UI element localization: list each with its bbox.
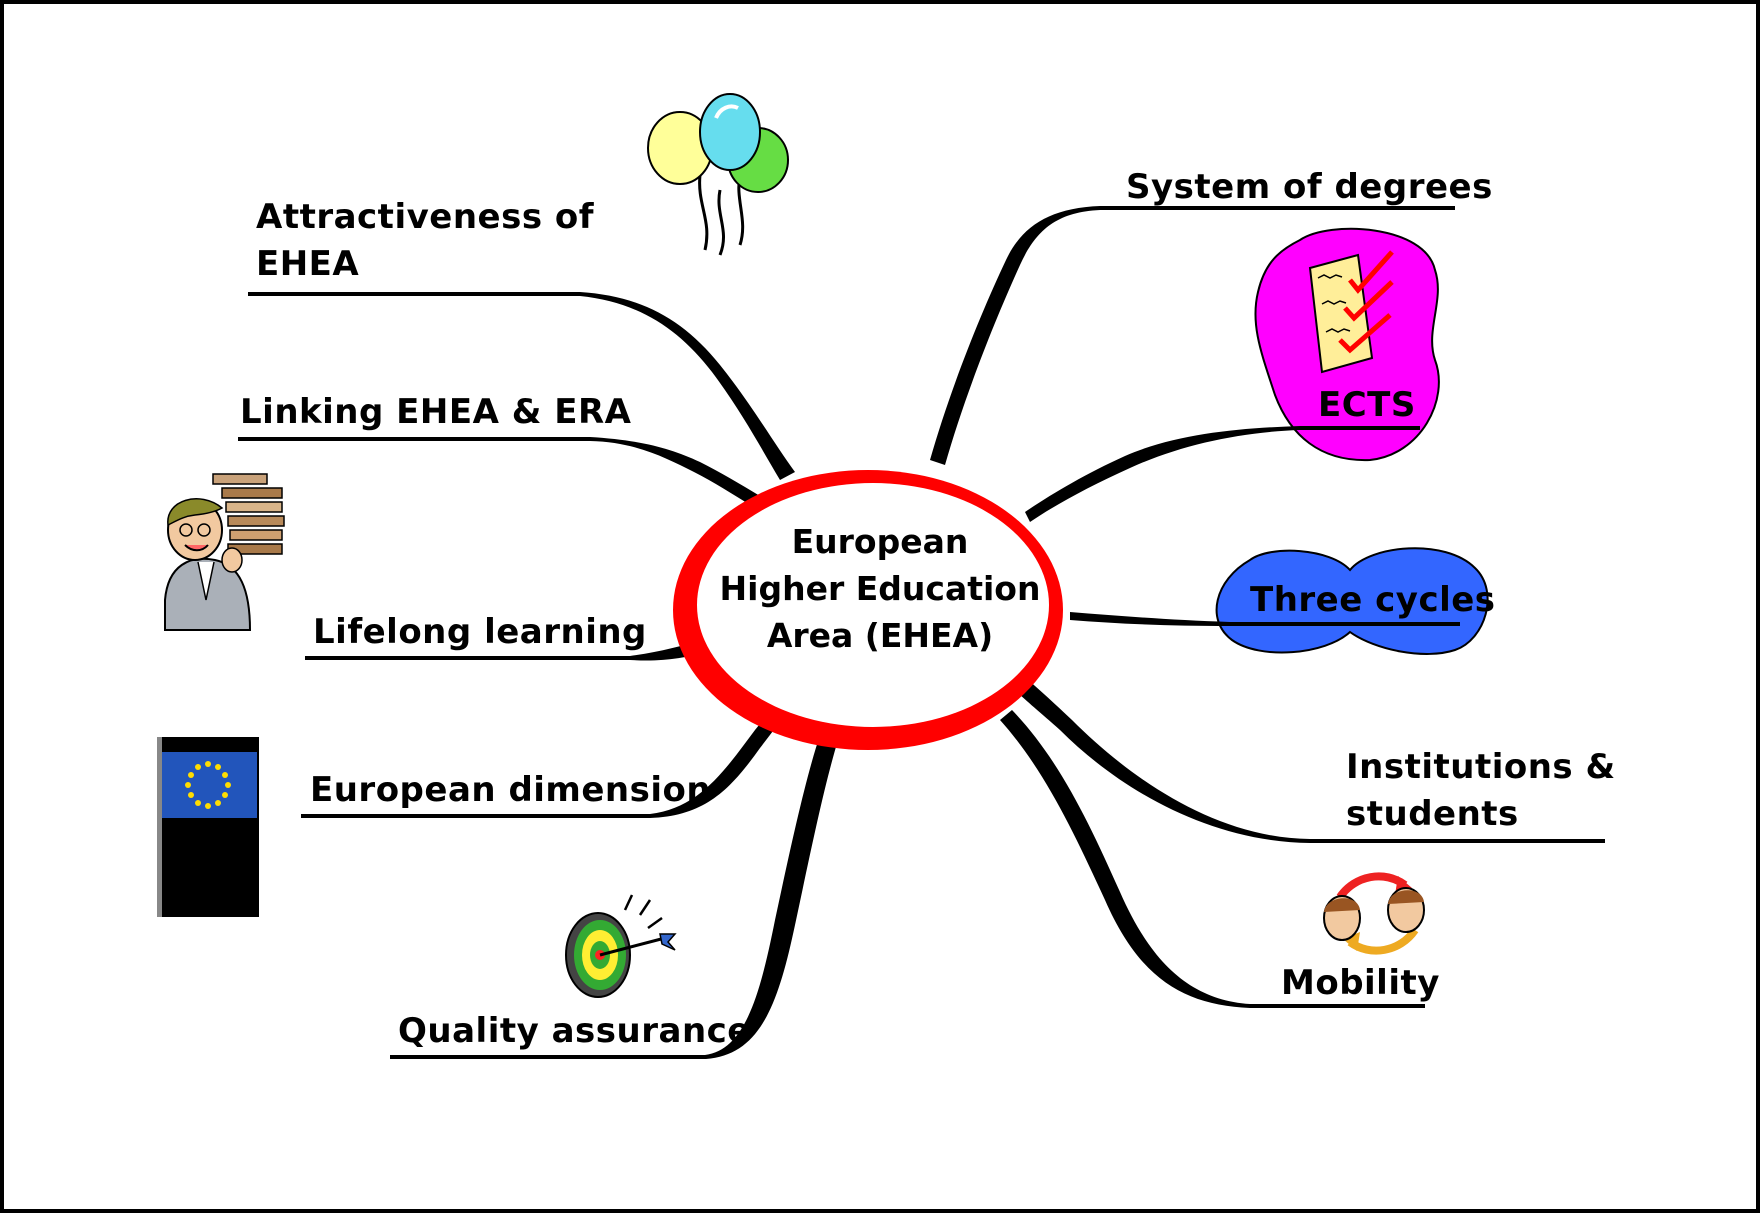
branch-ects [1025, 426, 1420, 522]
label-lifelong: Lifelong learning [313, 612, 647, 652]
center-ring-inner [697, 483, 1049, 727]
label-linking: Linking EHEA & ERA [240, 392, 632, 432]
label-attractiveness-line1: Attractiveness of [256, 197, 595, 237]
label-institutions-line2: students [1346, 794, 1519, 834]
label-degrees: System of degrees [1126, 167, 1493, 207]
label-institutions-line1: Institutions & [1346, 747, 1616, 787]
label-ects: ECTS [1318, 385, 1416, 425]
label-institutions: Institutions & students [1346, 744, 1616, 838]
label-quality: Quality assurance [398, 1011, 751, 1051]
branch-institutions [1015, 680, 1605, 843]
balloons-icon [647, 93, 789, 256]
label-european-dimension: European dimension [310, 770, 712, 810]
branch-cycles [1070, 612, 1460, 626]
label-attractiveness: Attractiveness of EHEA [256, 194, 594, 288]
label-mobility: Mobility [1281, 963, 1440, 1003]
person-with-books-icon [164, 473, 285, 631]
label-three-cycles: Three cycles [1250, 580, 1496, 620]
branch-linking [238, 437, 760, 506]
checklist-icon [1308, 250, 1394, 374]
label-attractiveness-line2: EHEA [256, 244, 360, 284]
center-title-line1: European [791, 522, 969, 561]
center-title-line3: Area (EHEA) [766, 616, 994, 655]
exchange-people-icon [1323, 872, 1425, 955]
center-title: European Higher Education Area (EHEA) [690, 518, 1070, 659]
three-cycles-cloud [1215, 547, 1489, 655]
eu-flag-icon [157, 737, 259, 917]
dartboard-icon [565, 894, 677, 998]
branch-attractiveness [248, 292, 795, 480]
branch-lifelong [305, 640, 708, 661]
center-title-line2: Higher Education [719, 569, 1041, 608]
